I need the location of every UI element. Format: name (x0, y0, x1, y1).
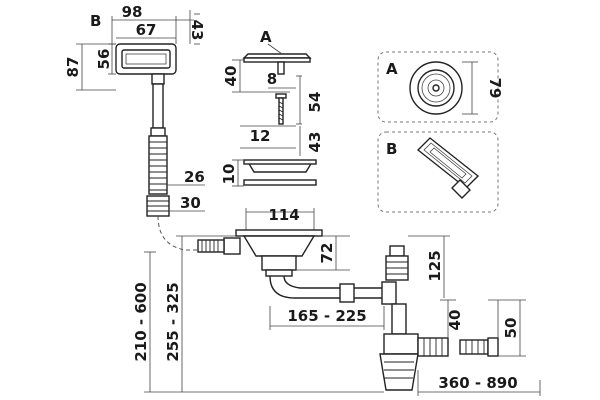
detail-a-label: A (386, 60, 398, 78)
dim-screw-body: 43 (306, 132, 324, 153)
dim-overflow-inner: 67 (136, 21, 157, 39)
dim-outlet-height: 72 (318, 243, 336, 264)
overflow-pipe (146, 83, 170, 217)
dim-cap-height: 40 (222, 66, 240, 87)
detail-b-box: B (377, 131, 499, 213)
callout-a-label: A (260, 28, 272, 46)
dim-hose-diam: 26 (184, 168, 205, 186)
detail-a-box: A 79 (377, 51, 504, 123)
dim-overflow-side: 56 (95, 49, 113, 70)
dim-cap-screw: 8 (267, 70, 277, 88)
dim-basket-depth: 10 (220, 164, 238, 185)
dim-outlet-diam: 50 (502, 318, 520, 339)
connecting-pipe (269, 275, 397, 305)
overflow-outlet (115, 43, 177, 85)
detail-b-label: B (386, 140, 397, 158)
dim-hose-end: 30 (180, 194, 201, 212)
dim-drain-reach: 360 - 890 (438, 374, 517, 392)
dim-overflow-height: 43 (188, 20, 206, 41)
dim-overflow-width: 98 (122, 3, 143, 21)
dim-detail-a-diam: 79 (486, 78, 504, 99)
callout-b-label: B (90, 12, 101, 30)
dim-trap-rise: 125 (426, 250, 444, 281)
trap-standpipe (379, 245, 499, 391)
strainer-basket (243, 159, 317, 186)
dim-overflow-total: 87 (64, 57, 82, 78)
dim-screw-length: 54 (306, 92, 324, 113)
dim-vertical-range: 255 - 325 (164, 282, 182, 361)
dim-trap-side: 40 (446, 310, 464, 331)
dim-strainer-diam: 114 (268, 206, 299, 224)
dim-hose-range: 210 - 600 (132, 282, 150, 361)
dim-horizontal-reach: 165 - 225 (287, 307, 366, 325)
dim-screw-head: 12 (250, 127, 271, 145)
strainer-body (197, 229, 323, 277)
center-screw (275, 93, 287, 125)
